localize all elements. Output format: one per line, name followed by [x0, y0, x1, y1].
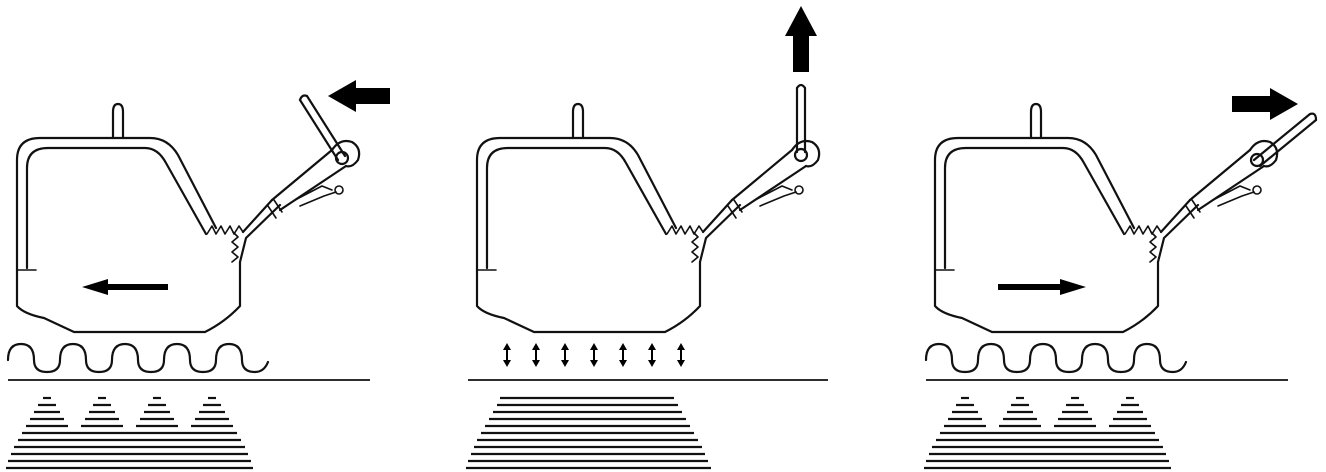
- handle-direction-arrow-up: [785, 6, 817, 72]
- handle-bar: [793, 83, 809, 163]
- handle-bar: [1249, 112, 1318, 168]
- soil-uniform: [466, 396, 711, 470]
- panel-center: [466, 6, 828, 470]
- surface-waves: [6, 342, 270, 374]
- soil-pyramids: [6, 396, 253, 470]
- panel-right: [924, 88, 1318, 470]
- travel-arrow-right-icon: [998, 279, 1086, 295]
- compactor-plate-icon: [15, 102, 361, 334]
- compactor-plate-icon: [475, 102, 821, 334]
- handle-direction-arrow-right: [1232, 88, 1298, 120]
- surface-waves: [924, 342, 1188, 374]
- vibration-arrows: [503, 343, 685, 367]
- handle-direction-arrow-left: [328, 80, 390, 112]
- panel-left: [6, 80, 390, 470]
- compactor-plate-icon: [933, 102, 1279, 334]
- handle-bar: [298, 94, 350, 166]
- soil-pyramids: [924, 396, 1171, 470]
- travel-arrow-left-icon: [82, 279, 168, 295]
